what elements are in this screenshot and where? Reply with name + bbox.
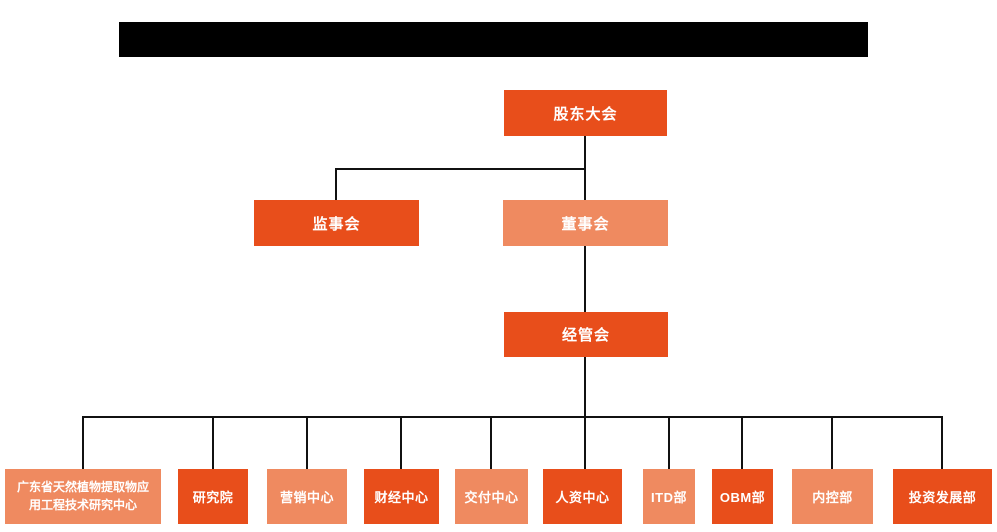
node-label: 营销中心 xyxy=(279,490,334,505)
node-label: 投资发展部 xyxy=(908,490,977,505)
node-label: OBM部 xyxy=(719,490,766,505)
connector-supervisory-drop xyxy=(335,168,337,200)
node-board-of-directors: 董事会 xyxy=(503,200,668,246)
connector-drop-delivery xyxy=(490,416,492,469)
connector-drop-internal-control xyxy=(831,416,833,469)
node-label: ITD部 xyxy=(651,490,687,505)
connector-drop-finance xyxy=(400,416,402,469)
connector-drop-itd xyxy=(668,416,670,469)
node-dept-research-center: 广东省天然植物提取物应用工程技术研究中心 xyxy=(5,469,161,524)
node-dept-itd: ITD部 xyxy=(643,469,695,524)
connector-drop-marketing xyxy=(306,416,308,469)
connector-drop-obm xyxy=(741,416,743,469)
node-dept-investment-development: 投资发展部 xyxy=(893,469,992,524)
node-label: 研究院 xyxy=(192,490,234,505)
node-dept-marketing-center: 营销中心 xyxy=(267,469,347,524)
title-bar-redacted xyxy=(119,22,868,57)
node-label: 监事会 xyxy=(312,215,361,233)
connector-drop-hr xyxy=(584,416,586,469)
node-label: 财经中心 xyxy=(374,490,429,505)
node-dept-internal-control: 内控部 xyxy=(792,469,873,524)
node-label: 股东大会 xyxy=(553,105,618,123)
node-dept-research-institute: 研究院 xyxy=(178,469,248,524)
node-dept-delivery-center: 交付中心 xyxy=(455,469,528,524)
node-dept-finance-center: 财经中心 xyxy=(364,469,439,524)
node-dept-hr-center: 人资中心 xyxy=(543,469,622,524)
connector-drop-research-institute xyxy=(212,416,214,469)
connector-directors-management xyxy=(584,246,586,312)
node-shareholders-meeting: 股东大会 xyxy=(504,90,667,136)
connector-bottom-rail xyxy=(83,416,943,418)
node-label: 董事会 xyxy=(561,215,610,233)
node-label: 广东省天然植物提取物应用工程技术研究中心 xyxy=(16,480,149,512)
node-supervisory-board: 监事会 xyxy=(254,200,419,246)
connector-level2-horizontal xyxy=(335,168,585,170)
connector-shareholders-down xyxy=(584,136,586,200)
connector-management-rail xyxy=(584,357,586,417)
node-label: 内控部 xyxy=(812,490,853,505)
node-label: 交付中心 xyxy=(464,490,519,505)
node-dept-obm: OBM部 xyxy=(712,469,773,524)
node-label: 经管会 xyxy=(561,327,610,344)
node-management-committee: 经管会 xyxy=(504,312,668,357)
connector-drop-investment xyxy=(941,416,943,469)
node-label: 人资中心 xyxy=(555,490,610,505)
connector-drop-research-center xyxy=(82,416,84,469)
